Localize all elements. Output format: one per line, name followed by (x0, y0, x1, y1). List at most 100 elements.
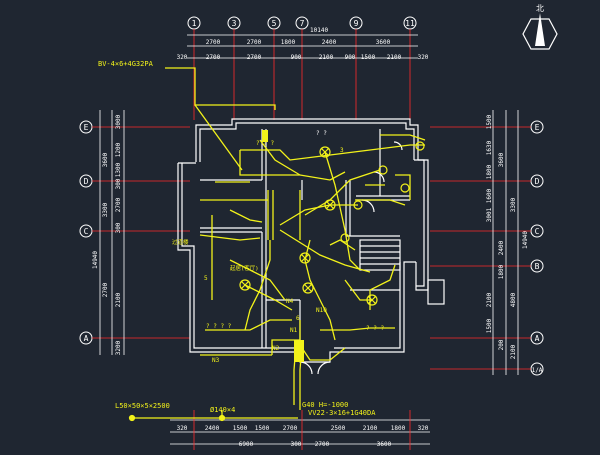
svg-text:4800: 4800 (510, 292, 517, 307)
svg-text:D: D (84, 177, 89, 186)
label-q1: ? ? ? (256, 140, 274, 147)
entry-label-2: VV22-3×16+1G40DA (308, 409, 376, 417)
sub-panel-icon (262, 130, 268, 142)
north-arrow: 北 (522, 4, 558, 50)
svg-text:200: 200 (498, 339, 505, 350)
svg-text:3001: 3001 (486, 207, 493, 222)
svg-text:2700: 2700 (315, 441, 330, 448)
top-total-dim: 10140 (310, 27, 328, 34)
label-q2: ? ? (316, 130, 327, 137)
entry-label-1: G40 H=-1000 (302, 401, 348, 409)
grid-bubble-right-A: A (530, 331, 544, 345)
svg-text:5: 5 (272, 19, 277, 28)
room-label-living: 起居(客厅) (230, 264, 259, 272)
label-q4: ? ? ? (366, 325, 384, 332)
svg-text:2400: 2400 (498, 240, 505, 255)
svg-text:1200: 1200 (115, 142, 122, 157)
svg-text:320: 320 (418, 54, 429, 61)
svg-text:2700: 2700 (247, 54, 262, 61)
svg-text:1/A: 1/A (532, 367, 543, 374)
svg-text:2500: 2500 (331, 425, 346, 432)
svg-text:3600: 3600 (498, 152, 505, 167)
svg-text:3300: 3300 (102, 202, 109, 217)
label-6: 6 (296, 315, 300, 322)
grid-bubble-left-A: A (79, 331, 93, 345)
svg-text:D: D (535, 177, 540, 186)
grid-bubble-right-1A: 1/A (530, 362, 544, 376)
svg-text:6900: 6900 (239, 441, 254, 448)
side-text: 过道楼 (172, 238, 189, 246)
svg-text:2700: 2700 (206, 54, 221, 61)
grid-bubble-5: 5 (267, 16, 281, 30)
grid-bubble-right-D: D (530, 174, 544, 188)
svg-text:9: 9 (354, 19, 359, 28)
svg-text:2700: 2700 (115, 197, 122, 212)
ceiling-light-icon (324, 199, 336, 211)
svg-text:300: 300 (115, 178, 122, 189)
svg-text:1500: 1500 (233, 425, 248, 432)
label-n10: N10 (316, 307, 327, 314)
svg-text:3600: 3600 (102, 152, 109, 167)
svg-text:E: E (84, 123, 89, 132)
left-grid-axis: E D C A 3600 3300 2700 14940 3000 1200 1… (79, 110, 190, 355)
svg-text:1630: 1630 (486, 140, 493, 155)
svg-text:1800: 1800 (498, 264, 505, 279)
grid-bubble-left-C: C (79, 224, 93, 238)
svg-text:300: 300 (115, 222, 122, 233)
svg-text:3000: 3000 (115, 114, 122, 129)
rod-label: Ø140×4 (210, 406, 235, 414)
svg-text:2100: 2100 (319, 54, 334, 61)
ceiling-light-icon (400, 183, 410, 193)
svg-text:320: 320 (418, 425, 429, 432)
grid-bubble-left-E: E (79, 120, 93, 134)
svg-text:A: A (84, 334, 89, 343)
svg-text:900: 900 (291, 54, 302, 61)
svg-text:C: C (84, 227, 89, 236)
svg-text:2700: 2700 (247, 39, 262, 46)
grid-bubble-9: 9 (349, 16, 363, 30)
label-3: 3 (340, 147, 344, 154)
main-panel-icon (294, 340, 304, 362)
grid-bubble-right-B: B (530, 259, 544, 273)
svg-text:1: 1 (192, 19, 197, 28)
svg-text:2700: 2700 (102, 282, 109, 297)
svg-text:900: 900 (345, 54, 356, 61)
ceiling-light-icon (378, 165, 388, 175)
svg-text:2700: 2700 (283, 425, 298, 432)
distribution-boxes (262, 130, 304, 362)
ceiling-light-icon (415, 141, 425, 151)
ceiling-light-icon (353, 200, 363, 210)
svg-text:B: B (535, 262, 540, 271)
label-n2: N2 (272, 345, 280, 352)
bottom-dimensions: 320 2400 1500 1500 2700 2500 2100 1800 3… (170, 410, 430, 450)
svg-text:3: 3 (232, 19, 237, 28)
label-n1: N1 (290, 327, 298, 334)
grid-bubble-3: 3 (227, 16, 241, 30)
ceiling-light-icon (319, 146, 331, 158)
svg-text:1800: 1800 (486, 164, 493, 179)
ceiling-light-icon (366, 294, 378, 306)
svg-text:3600: 3600 (377, 441, 392, 448)
svg-text:1500: 1500 (486, 114, 493, 129)
ceiling-light-icon (340, 233, 350, 243)
label-q3: ? ? ? ? (206, 323, 232, 330)
svg-text:320: 320 (177, 425, 188, 432)
building-walls (177, 118, 445, 375)
svg-text:1500: 1500 (486, 318, 493, 333)
svg-text:320: 320 (177, 54, 188, 61)
svg-text:300: 300 (291, 441, 302, 448)
svg-text:1800: 1800 (281, 39, 296, 46)
svg-text:1500: 1500 (361, 54, 376, 61)
grid-bubble-left-D: D (79, 174, 93, 188)
svg-text:2400: 2400 (322, 39, 337, 46)
svg-text:1300: 1300 (115, 162, 122, 177)
right-grid-axis: E D C B A 1/A 3600 3300 2400 1800 4800 1… (430, 110, 544, 376)
grid-bubble-11: 11 (403, 16, 417, 30)
svg-text:E: E (535, 123, 540, 132)
svg-text:1500: 1500 (255, 425, 270, 432)
svg-text:A: A (535, 334, 540, 343)
label-n3: N3 (212, 357, 220, 364)
svg-text:3600: 3600 (376, 39, 391, 46)
